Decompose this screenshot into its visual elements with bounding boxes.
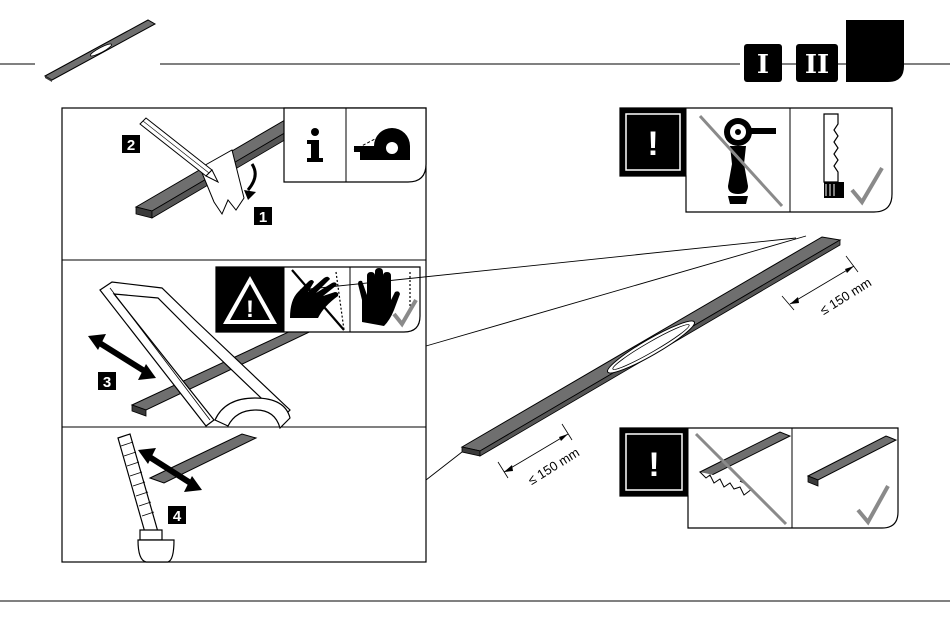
- step-badge-active: [846, 20, 904, 82]
- dimension-far-label: ≤ 150 mm: [817, 275, 874, 318]
- step-4-label: 4: [173, 508, 182, 525]
- step-badge-1: I: [744, 44, 782, 82]
- step-badge-2-label: II: [805, 50, 829, 80]
- thumbnail-profile-icon: [45, 20, 155, 82]
- header: I II: [0, 20, 950, 82]
- edge-warning-box: !: [620, 428, 898, 528]
- edge-warning-symbol: !: [648, 446, 659, 484]
- step-2-label: 2: [127, 137, 135, 154]
- left-instruction-panel: 2 1: [62, 108, 426, 562]
- tool-warning-symbol: !: [647, 125, 658, 163]
- profile-slot: [604, 315, 699, 379]
- step-1-label: 1: [259, 209, 267, 226]
- step-3-label: 3: [103, 374, 111, 391]
- svg-text:!: !: [246, 296, 254, 323]
- step-badge-1-label: I: [757, 50, 769, 80]
- dimension-near-label: ≤ 150 mm: [525, 445, 582, 488]
- tool-warning-box: !: [620, 108, 892, 212]
- step-badge-2: II: [796, 44, 838, 82]
